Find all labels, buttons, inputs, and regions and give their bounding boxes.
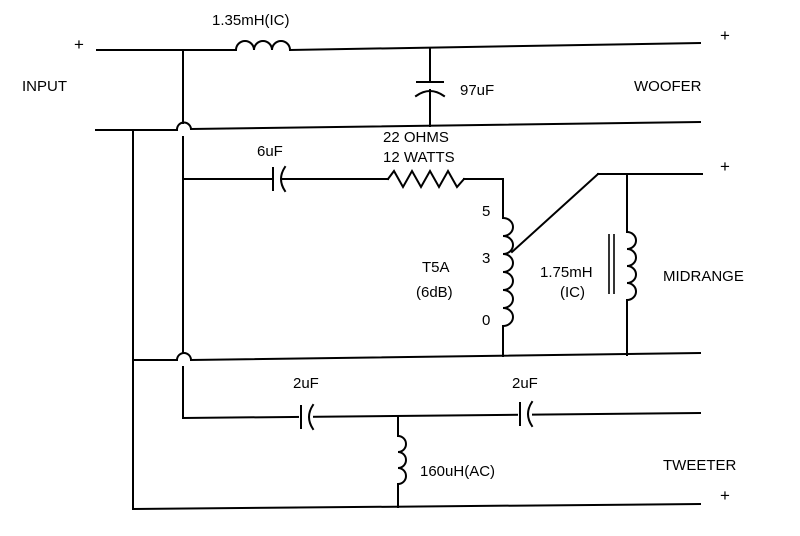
inductor-1-75mh-coil bbox=[625, 230, 637, 302]
capacitor-97uf-label: 97uF bbox=[460, 82, 494, 99]
woofer-positive-line-right bbox=[288, 41, 702, 52]
resistor-label-watts: 12 WATTS bbox=[383, 149, 455, 166]
inductor-160uh-coil bbox=[396, 434, 407, 486]
capacitor-2uf-label-1: 2uF bbox=[293, 375, 319, 392]
autoformer-db-label: (6dB) bbox=[416, 284, 453, 301]
tap-0-label: 0 bbox=[482, 312, 490, 329]
tweeter-positive-line bbox=[131, 502, 702, 511]
inductor-160uh-label: 160uH(AC) bbox=[420, 463, 495, 480]
midrange-label: MIDRANGE bbox=[663, 268, 744, 285]
capacitor-6uf-label: 6uF bbox=[257, 143, 283, 160]
c2a-plate-right bbox=[308, 403, 315, 431]
tweeter-plus-sign: + bbox=[720, 486, 730, 505]
woofer-plus-sign: + bbox=[720, 26, 730, 45]
input-label: INPUT bbox=[22, 78, 67, 95]
inductor-1-75mh-label: 1.75mH bbox=[540, 264, 593, 281]
inductor-1-75mh-type: (IC) bbox=[560, 284, 585, 301]
inductor-1-35mh bbox=[234, 40, 292, 52]
c2b-plate-right bbox=[527, 400, 534, 428]
capacitor-2uf-label-2: 2uF bbox=[512, 375, 538, 392]
midrange-plus-sign: + bbox=[720, 157, 730, 176]
midrange-return-line bbox=[132, 351, 702, 362]
tweeter-line bbox=[181, 411, 702, 420]
tap-3-label: 3 bbox=[482, 250, 490, 267]
tap-5-label: 5 bbox=[482, 203, 490, 220]
autoformer-label: T5A bbox=[422, 259, 450, 276]
tap-3-wire bbox=[510, 172, 600, 254]
autoformer-t5a-coil bbox=[501, 216, 514, 328]
resistor-22-ohm bbox=[386, 168, 466, 190]
tweeter-label: TWEETER bbox=[663, 457, 736, 474]
woofer-label: WOOFER bbox=[634, 78, 702, 95]
inductor-1-35mh-label: 1.35mH(IC) bbox=[212, 12, 290, 29]
resistor-label-ohms: 22 OHMS bbox=[383, 129, 449, 146]
input-plus-sign: + bbox=[74, 35, 84, 54]
